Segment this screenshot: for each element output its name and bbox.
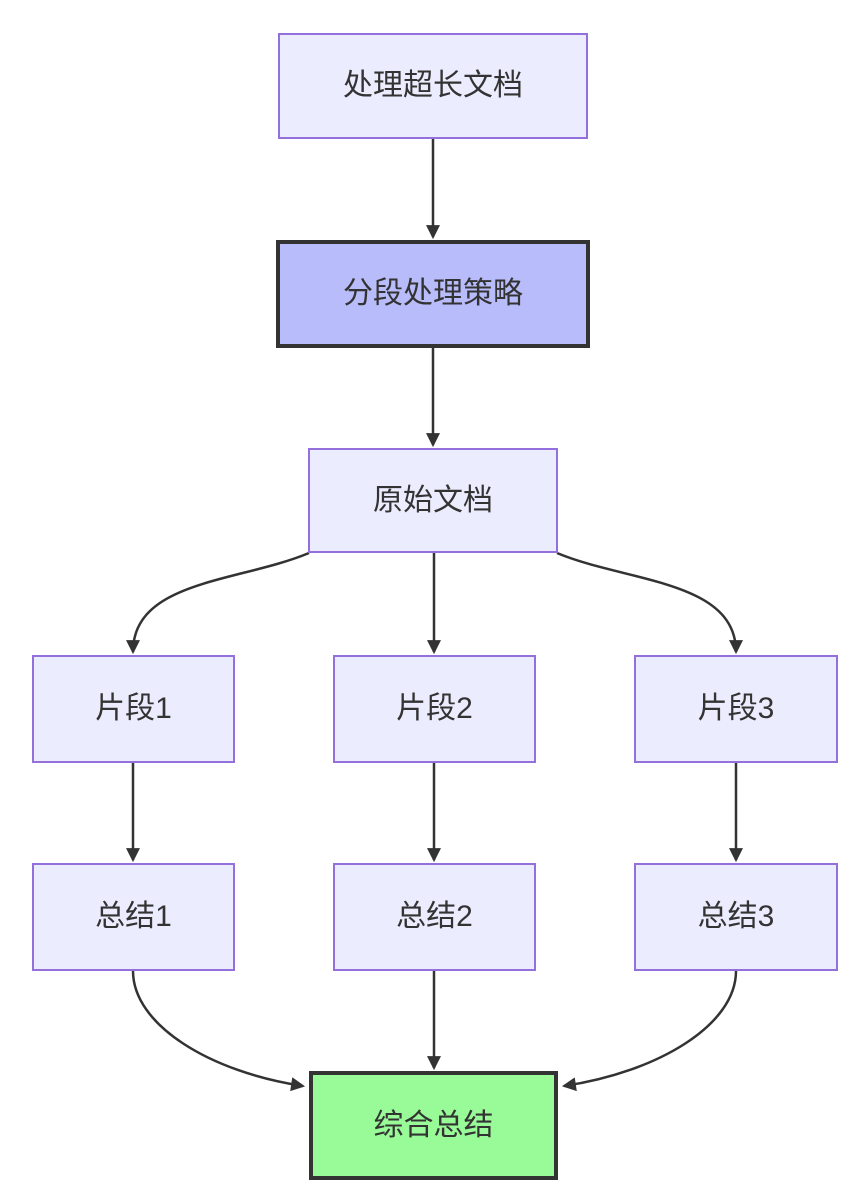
node-segment-2: 片段2 [333, 655, 536, 763]
node-summary-2: 总结2 [333, 863, 536, 971]
edge-E3-F [561, 970, 738, 1092]
edge-C-D1 [126, 551, 310, 655]
node-handle-long-document: 处理超长文档 [278, 33, 588, 139]
node-segmented-strategy: 分段处理策略 [276, 240, 590, 348]
edge-E1-F [131, 970, 306, 1092]
edge-C-D3 [556, 551, 743, 655]
node-segment-3: 片段3 [634, 655, 838, 763]
node-summary-3: 总结3 [634, 863, 838, 971]
node-summary-1: 总结1 [32, 863, 235, 971]
node-combined-summary: 综合总结 [309, 1071, 558, 1180]
node-original-document: 原始文档 [308, 448, 558, 553]
node-segment-1: 片段1 [32, 655, 235, 763]
